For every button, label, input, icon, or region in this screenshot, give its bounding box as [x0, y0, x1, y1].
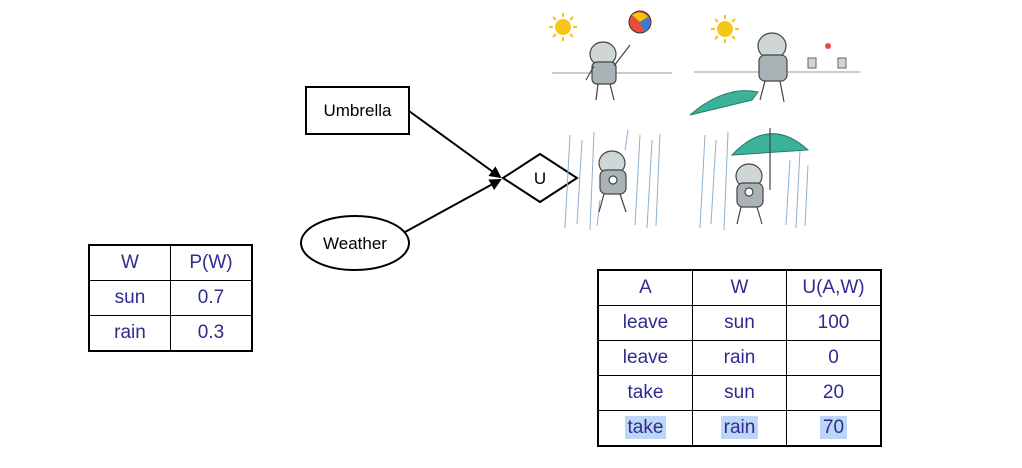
header-cell: P(W)	[170, 244, 253, 281]
table-cell: sun	[88, 280, 171, 316]
table-cell: leave	[597, 340, 693, 376]
header-cell: W	[88, 244, 171, 281]
umbrella-label: Umbrella	[323, 101, 392, 120]
robot-icon	[735, 163, 764, 225]
utility-table: A W U(A,W) leave sun 100 leave rain 0 ta…	[597, 269, 882, 447]
sun-icon	[711, 15, 739, 43]
weather-probability-table: W P(W) sun 0.7 rain 0.3	[88, 244, 253, 352]
table-cell: 0.3	[170, 315, 253, 352]
table-row-highlighted: take rain 70	[597, 410, 882, 447]
table-cell: 0.7	[170, 280, 253, 316]
table-cell: rain	[692, 340, 787, 376]
edge-umbrella-to-utility	[408, 110, 502, 179]
table-cell: sun	[692, 375, 787, 411]
weather-node: Weather	[300, 215, 410, 271]
table-row: rain 0.3	[88, 315, 253, 352]
highlighted-value: rain	[720, 416, 759, 439]
table-row: leave sun 100	[597, 305, 882, 341]
table-cell: sun	[692, 305, 787, 341]
table-cell: 20	[786, 375, 882, 411]
table-row: take sun 20	[597, 375, 882, 411]
sun-icon	[549, 13, 577, 41]
table-header-row: W P(W)	[88, 244, 253, 281]
table-row: sun 0.7	[88, 280, 253, 316]
robot-icon	[585, 41, 631, 101]
table-cell: leave	[597, 305, 693, 341]
robot-sun-no-umbrella-illustration	[549, 10, 672, 101]
header-cell: A	[597, 269, 693, 306]
weather-label: Weather	[323, 234, 387, 253]
table-header-row: A W U(A,W)	[597, 269, 882, 306]
utility-node: U	[501, 152, 579, 204]
table-cell: rain	[692, 410, 787, 447]
robot-icon	[598, 150, 627, 213]
table-cell: 70	[786, 410, 882, 447]
robot-rain-with-umbrella-illustration	[699, 128, 810, 231]
robot-rain-no-umbrella-illustration	[564, 129, 661, 231]
header-cell: W	[692, 269, 787, 306]
table-cell: take	[597, 410, 693, 447]
robot-sun-with-umbrella-illustration	[689, 15, 860, 116]
table-cell: 0	[786, 340, 882, 376]
ball-icon	[628, 10, 652, 34]
robot-icon	[757, 32, 788, 103]
edge-weather-to-utility	[404, 179, 502, 233]
table-cell: take	[597, 375, 693, 411]
highlighted-value: take	[624, 416, 667, 439]
table-cell: rain	[88, 315, 171, 352]
utility-label: U	[534, 169, 546, 188]
table-cell: 100	[786, 305, 882, 341]
table-row: leave rain 0	[597, 340, 882, 376]
highlighted-value: 70	[819, 416, 848, 439]
umbrella-icon	[689, 90, 759, 116]
umbrella-node: Umbrella	[305, 86, 410, 135]
header-cell: U(A,W)	[786, 269, 882, 306]
